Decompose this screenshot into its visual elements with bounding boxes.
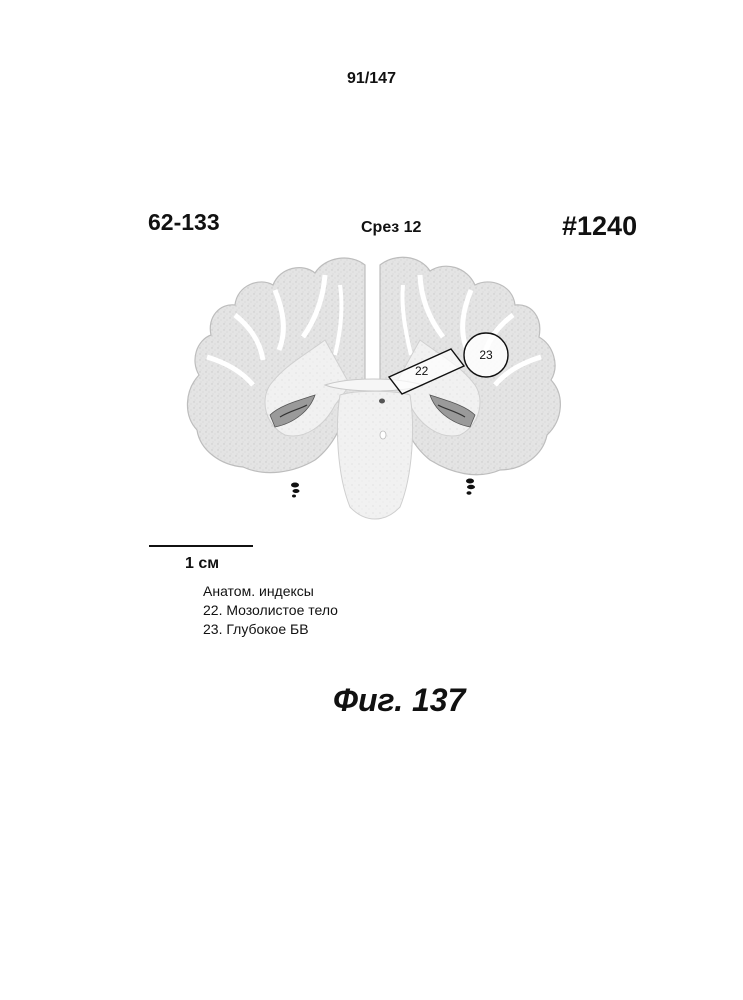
specimen-id: 62-133 <box>148 209 220 236</box>
figure-caption: Фиг. 137 <box>333 682 465 719</box>
thalamus-region <box>337 391 412 519</box>
scale-bar <box>149 545 253 547</box>
sample-number: #1240 <box>562 211 637 242</box>
page-number: 91/147 <box>0 70 743 88</box>
legend-item: 23. Глубокое БВ <box>203 620 338 639</box>
annotation-22-label: 22 <box>415 364 429 378</box>
legend-title: Анатом. индексы <box>203 582 338 601</box>
annotation-23-label: 23 <box>479 348 493 362</box>
brain-section-image: 22 23 <box>175 245 570 530</box>
annotation-23: 23 <box>464 333 508 377</box>
scale-label: 1 см <box>185 555 219 573</box>
legend-item: 22. Мозолистое тело <box>203 601 338 620</box>
slice-label: Срез 12 <box>361 219 421 237</box>
legend: Анатом. индексы 22. Мозолистое тело 23. … <box>203 582 338 639</box>
